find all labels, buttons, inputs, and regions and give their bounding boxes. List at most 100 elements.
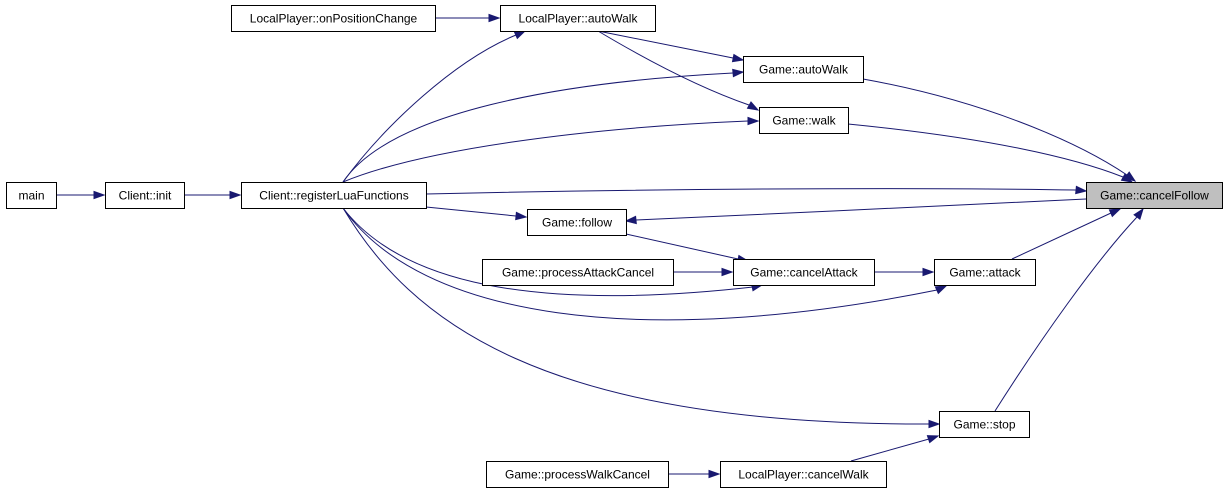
edge-register_lua-to-game_walk [342,116,760,183]
arrowhead-icon [513,30,527,40]
node-box[interactable] [486,461,669,488]
arrowhead-icon [747,116,760,126]
edge-line [342,207,938,321]
node-box[interactable] [482,259,674,286]
node-client-init[interactable]: Client::init [105,182,185,209]
edge-register_lua-to-game_autowalk [342,68,745,183]
node-box[interactable] [241,182,427,209]
node-label: Game::walk [772,114,836,128]
node-register-lua[interactable]: Client::registerLuaFunctions [241,182,427,209]
edge-game_cancelfollow-to-game_follow [624,198,1087,225]
node-box[interactable] [231,5,436,32]
edge-register_lua-to-game_attack [342,207,948,321]
node-game-procwalkcancel[interactable]: Game::processWalkCancel [486,461,669,488]
edge-register_lua-to-game_follow [425,206,528,221]
edges [56,13,1144,479]
arrowhead-icon [1133,207,1144,221]
edge-line [597,30,734,59]
node-game-attack[interactable]: Game::attack [934,259,1036,286]
node-label: Game::processWalkCancel [505,468,650,482]
edge-game_stop-to-game_cancelfollow [994,207,1144,412]
edge-lp_cancelwalk-to-game_stop [850,435,940,462]
node-box[interactable] [934,259,1036,286]
arrowhead-icon [732,68,745,78]
node-label: Game::follow [542,216,612,230]
edge-line [850,438,930,462]
arrowhead-icon [1075,185,1088,195]
node-main[interactable]: main [6,182,57,209]
arrowhead-icon [624,215,637,225]
node-label: Game::autoWalk [759,63,849,77]
node-lp-cancelwalk[interactable]: LocalPlayer::cancelWalk [720,461,887,488]
node-label: Game::cancelFollow [1100,189,1209,203]
node-box[interactable] [733,259,875,286]
edge-line [635,198,1087,221]
arrowhead-icon [928,419,941,429]
node-box[interactable] [105,182,185,209]
node-box[interactable] [759,107,849,134]
node-game-cancelfollow[interactable]: Game::cancelFollow [1086,182,1223,209]
edge-main-to-client_init [56,190,106,200]
edge-line [342,120,749,183]
arrowhead-icon [1108,208,1122,218]
edge-register_lua-to-game_cancelfollow [425,185,1088,195]
node-label: LocalPlayer::cancelWalk [738,468,869,482]
edge-line [994,216,1138,412]
arrowhead-icon [922,267,935,277]
node-label: Game::attack [949,266,1021,280]
node-label: LocalPlayer::autoWalk [519,12,639,26]
edge-game_procwalkcancel-to-lp_cancelwalk [668,469,721,479]
edge-lp_autowalk-to-game_walk [597,30,760,111]
arrowhead-icon [488,13,501,23]
arrowhead-icon [731,53,745,63]
edge-line [342,72,734,183]
node-label: Game::processAttackCancel [502,266,654,280]
node-game-stop[interactable]: Game::stop [939,411,1030,438]
edge-line [625,233,739,260]
edge-lp_autowalk-to-game_autowalk [597,30,745,63]
arrowhead-icon [708,469,721,479]
node-box[interactable] [743,56,864,83]
node-label: main [18,189,44,203]
nodes: main Client::init Client::registerLuaFunct… [6,5,1223,488]
edge-game_walk-to-game_cancelfollow [847,123,1134,183]
edge-lp_onposchange-to-lp_autowalk [435,13,501,23]
edge-game_follow-to-game_cancelattack [625,233,750,264]
node-lp-onposchange[interactable]: LocalPlayer::onPositionChange [231,5,436,32]
node-game-procattackcancel[interactable]: Game::processAttackCancel [482,259,674,286]
edge-line [862,78,1128,176]
node-label: Client::init [119,189,172,203]
node-box[interactable] [720,461,887,488]
arrowhead-icon [926,435,940,444]
node-label: LocalPlayer::onPositionChange [250,12,418,26]
node-box[interactable] [939,411,1030,438]
arrowhead-icon [515,211,528,221]
edge-register_lua-to-game_stop [342,207,941,429]
node-label: Game::cancelAttack [750,266,858,280]
arrowhead-icon [934,285,948,295]
node-box[interactable] [6,182,57,209]
edge-client_init-to-register_lua [184,190,242,200]
arrowhead-icon [721,267,734,277]
node-label: Client::registerLuaFunctions [259,189,408,203]
node-lp-autowalk[interactable]: LocalPlayer::autoWalk [500,5,656,32]
arrowhead-icon [746,101,760,111]
node-box[interactable] [500,5,656,32]
edge-line [425,188,1077,195]
node-game-follow[interactable]: Game::follow [527,209,627,236]
arrowhead-icon [229,190,242,200]
edge-line [342,34,517,183]
node-box[interactable] [527,209,627,236]
edge-line [1011,212,1112,260]
edge-game_attack-to-game_cancelfollow [1011,208,1122,260]
arrowhead-icon [93,190,106,200]
edge-game_cancelattack-to-game_attack [874,267,935,277]
node-game-cancelattack[interactable]: Game::cancelAttack [733,259,875,286]
node-game-walk[interactable]: Game::walk [759,107,849,134]
node-game-autowalk[interactable]: Game::autoWalk [743,56,864,83]
edge-line [342,207,930,425]
node-box[interactable] [1086,182,1223,209]
arrowhead-icon [1120,173,1134,183]
edge-line [425,206,517,217]
